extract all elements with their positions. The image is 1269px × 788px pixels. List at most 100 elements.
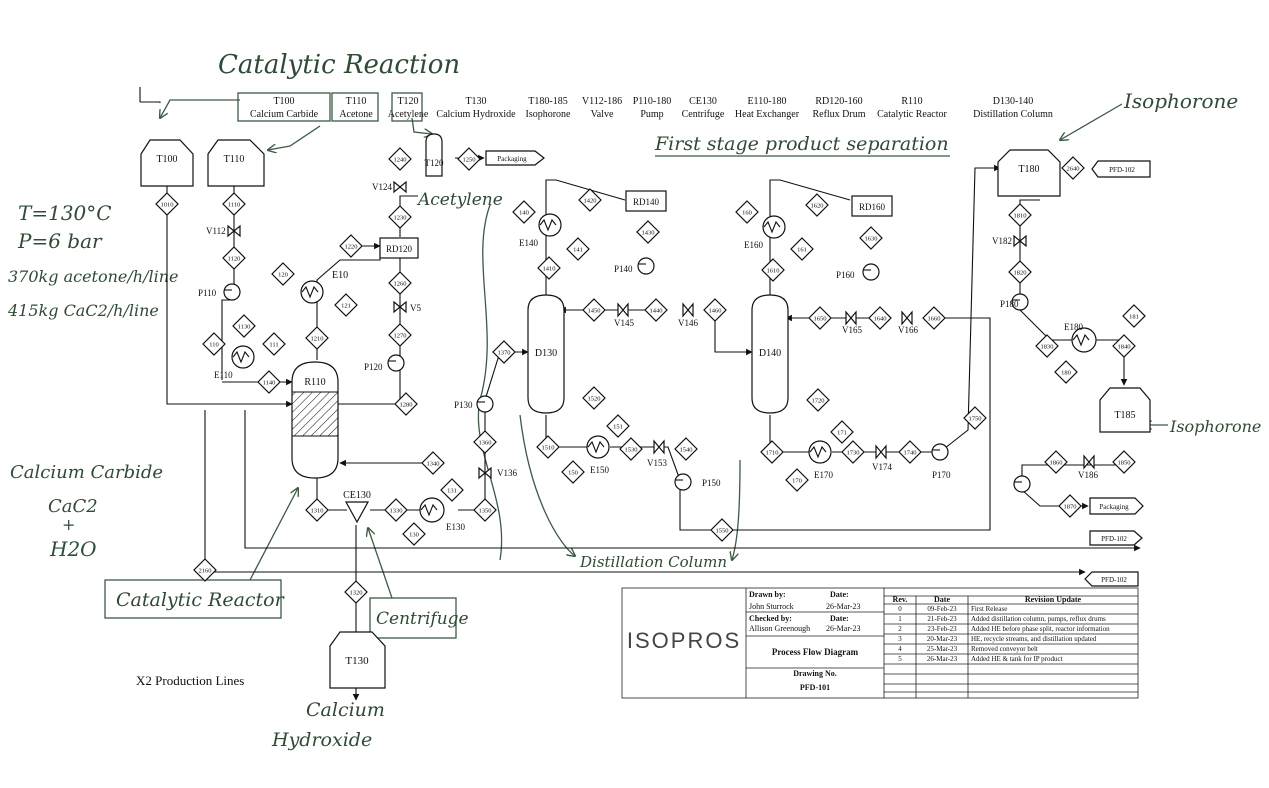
stream-tag-1640: 1640 bbox=[868, 306, 892, 330]
handwritten-notes: Catalytic Reaction First stage product s… bbox=[7, 50, 1261, 751]
stream-tag-171: 171 bbox=[830, 420, 854, 444]
stream-tag-1130: 1130 bbox=[232, 314, 256, 338]
legend-tag: E110-180 bbox=[747, 96, 786, 107]
stream-tag-label: 1260 bbox=[394, 281, 407, 288]
note-catalytic-arrow bbox=[249, 488, 298, 581]
stream-tag-1430: 1430 bbox=[636, 220, 660, 244]
stream-tag-1360: 1360 bbox=[473, 430, 497, 454]
legend-tag: P110-180 bbox=[633, 96, 672, 107]
stream-tag-label: 181 bbox=[1129, 314, 1139, 321]
stream-tag-1860: 1860 bbox=[1044, 450, 1068, 474]
stream-tag-label: 1420 bbox=[584, 198, 597, 205]
stream-tag-1740: 1740 bbox=[898, 440, 922, 464]
revision-date: 23-Feb-23 bbox=[927, 625, 957, 633]
revision-update: First Release bbox=[971, 605, 1007, 613]
date-header: Date bbox=[934, 595, 950, 604]
valve-label: V146 bbox=[678, 318, 698, 328]
stream-tag-label: 180 bbox=[1061, 370, 1071, 377]
stream-tag-label: 1550 bbox=[716, 528, 729, 535]
stream-tag-label: 1220 bbox=[345, 244, 358, 251]
tank-label: T100 bbox=[156, 154, 177, 165]
stream-tag-1750: 1750 bbox=[963, 406, 987, 430]
stream-tag-1210: 1210 bbox=[305, 326, 329, 350]
checked-by-value: Allison Greenough bbox=[749, 624, 810, 633]
offpage-label: Packaging bbox=[1099, 503, 1129, 511]
revision-update: Added HE & tank for IP product bbox=[971, 655, 1063, 663]
stream-tag-1120: 1120 bbox=[222, 246, 246, 270]
stream-tag-label: 2640 bbox=[1067, 166, 1080, 173]
pump-p180: P180 bbox=[1000, 293, 1029, 311]
stream-tag-label: 1330 bbox=[390, 508, 403, 515]
stream-tag-1460: 1460 bbox=[703, 298, 727, 322]
drawing-no-value: PFD-101 bbox=[800, 683, 830, 692]
column-d130: D130 bbox=[527, 294, 565, 414]
exchanger-label: E140 bbox=[519, 238, 538, 248]
stream-tag-label: 1750 bbox=[969, 416, 982, 423]
exchanger-label: E180 bbox=[1064, 322, 1083, 332]
valve-v186: V186 bbox=[1078, 454, 1098, 480]
heat-exchanger-e180: E180 bbox=[1064, 322, 1097, 353]
drawn-date-label: Date: bbox=[830, 590, 849, 599]
checked-by-label: Checked by: bbox=[749, 614, 792, 623]
stream-tag-label: 1860 bbox=[1050, 460, 1063, 467]
exchanger-label: E130 bbox=[446, 522, 465, 532]
note-title-arrow bbox=[268, 125, 321, 150]
revision-update: HE, recycle streams, and distillation up… bbox=[971, 635, 1097, 643]
offpage-label: PFD-102 bbox=[1101, 576, 1127, 584]
stream-tag-1710: 1710 bbox=[760, 440, 784, 464]
heat-exchanger-e140: E140 bbox=[519, 213, 562, 248]
pump-p150: P150 bbox=[674, 473, 721, 491]
legend-desc: Centrifuge bbox=[682, 109, 725, 120]
legend-desc: Isophorone bbox=[526, 109, 572, 120]
legend-highlight-box bbox=[237, 92, 331, 122]
legend-tag: T110 bbox=[346, 96, 367, 107]
reflux-drum-rd140: RD140 bbox=[625, 190, 667, 212]
exchanger-label: E150 bbox=[590, 465, 609, 475]
stream-tag-2160: 2160 bbox=[193, 558, 217, 582]
note-catalytic-reactor: Catalytic Reactor bbox=[116, 589, 286, 611]
stream-tag-label: 1110 bbox=[228, 202, 241, 209]
drawing-title: Process Flow Diagram bbox=[772, 647, 859, 657]
stream-tag-1250: 1250 bbox=[457, 147, 481, 171]
stream-tag-1630: 1630 bbox=[859, 226, 883, 250]
stream-tag-131: 131 bbox=[440, 478, 464, 502]
production-lines-note: X2 Production Lines bbox=[136, 673, 244, 688]
stream-tag-label: 1650 bbox=[814, 316, 827, 323]
pump-p140: P140 bbox=[614, 257, 655, 275]
update-header: Revision Update bbox=[1025, 595, 1082, 604]
stream-tag-label: 141 bbox=[573, 247, 583, 254]
legend-desc: Acetylene bbox=[388, 109, 429, 120]
revision-rev: 1 bbox=[898, 615, 902, 623]
revision-update: Added distillation column, pumps, reflux… bbox=[971, 615, 1106, 623]
note-first-stage: First stage product separation bbox=[654, 133, 949, 155]
stream-tag-1140: 1140 bbox=[257, 370, 281, 394]
stream-tag-140: 140 bbox=[512, 200, 536, 224]
stream-tag-1650: 1650 bbox=[808, 306, 832, 330]
stream-tag-1720: 1720 bbox=[806, 388, 830, 412]
stream-tag-121: 121 bbox=[334, 293, 358, 317]
note-centrifuge-box bbox=[369, 597, 457, 639]
stream-tag-1420: 1420 bbox=[578, 188, 602, 212]
tank-label: T185 bbox=[1114, 410, 1135, 421]
stream-tag-label: 111 bbox=[269, 342, 278, 349]
offpage-label: PFD-102 bbox=[1109, 166, 1135, 174]
note-isophorone-right: Isophorone bbox=[1169, 417, 1261, 436]
note-title-arrow bbox=[411, 117, 432, 134]
heat-exchanger-e160: E160 bbox=[744, 215, 786, 250]
pump-p120: P120 bbox=[364, 354, 405, 372]
legend-desc: Reflux Drum bbox=[812, 109, 865, 120]
note-calcium: Calcium bbox=[306, 699, 385, 721]
reflux-drum-rd120: RD120 bbox=[379, 237, 419, 259]
reflux-drum-label: RD120 bbox=[386, 244, 413, 254]
note-distillation-arrow bbox=[519, 414, 575, 556]
legend-desc: Calcium Hydroxide bbox=[436, 109, 516, 120]
stream-tag-label: 1210 bbox=[311, 336, 324, 343]
valve-v5: V5 bbox=[393, 300, 421, 314]
stream-tag-label: 1350 bbox=[479, 508, 492, 515]
stream-tag-label: 1280 bbox=[400, 402, 413, 409]
note-hydroxide: Hydroxide bbox=[271, 729, 372, 751]
stream-tag-1230: 1230 bbox=[388, 205, 412, 229]
